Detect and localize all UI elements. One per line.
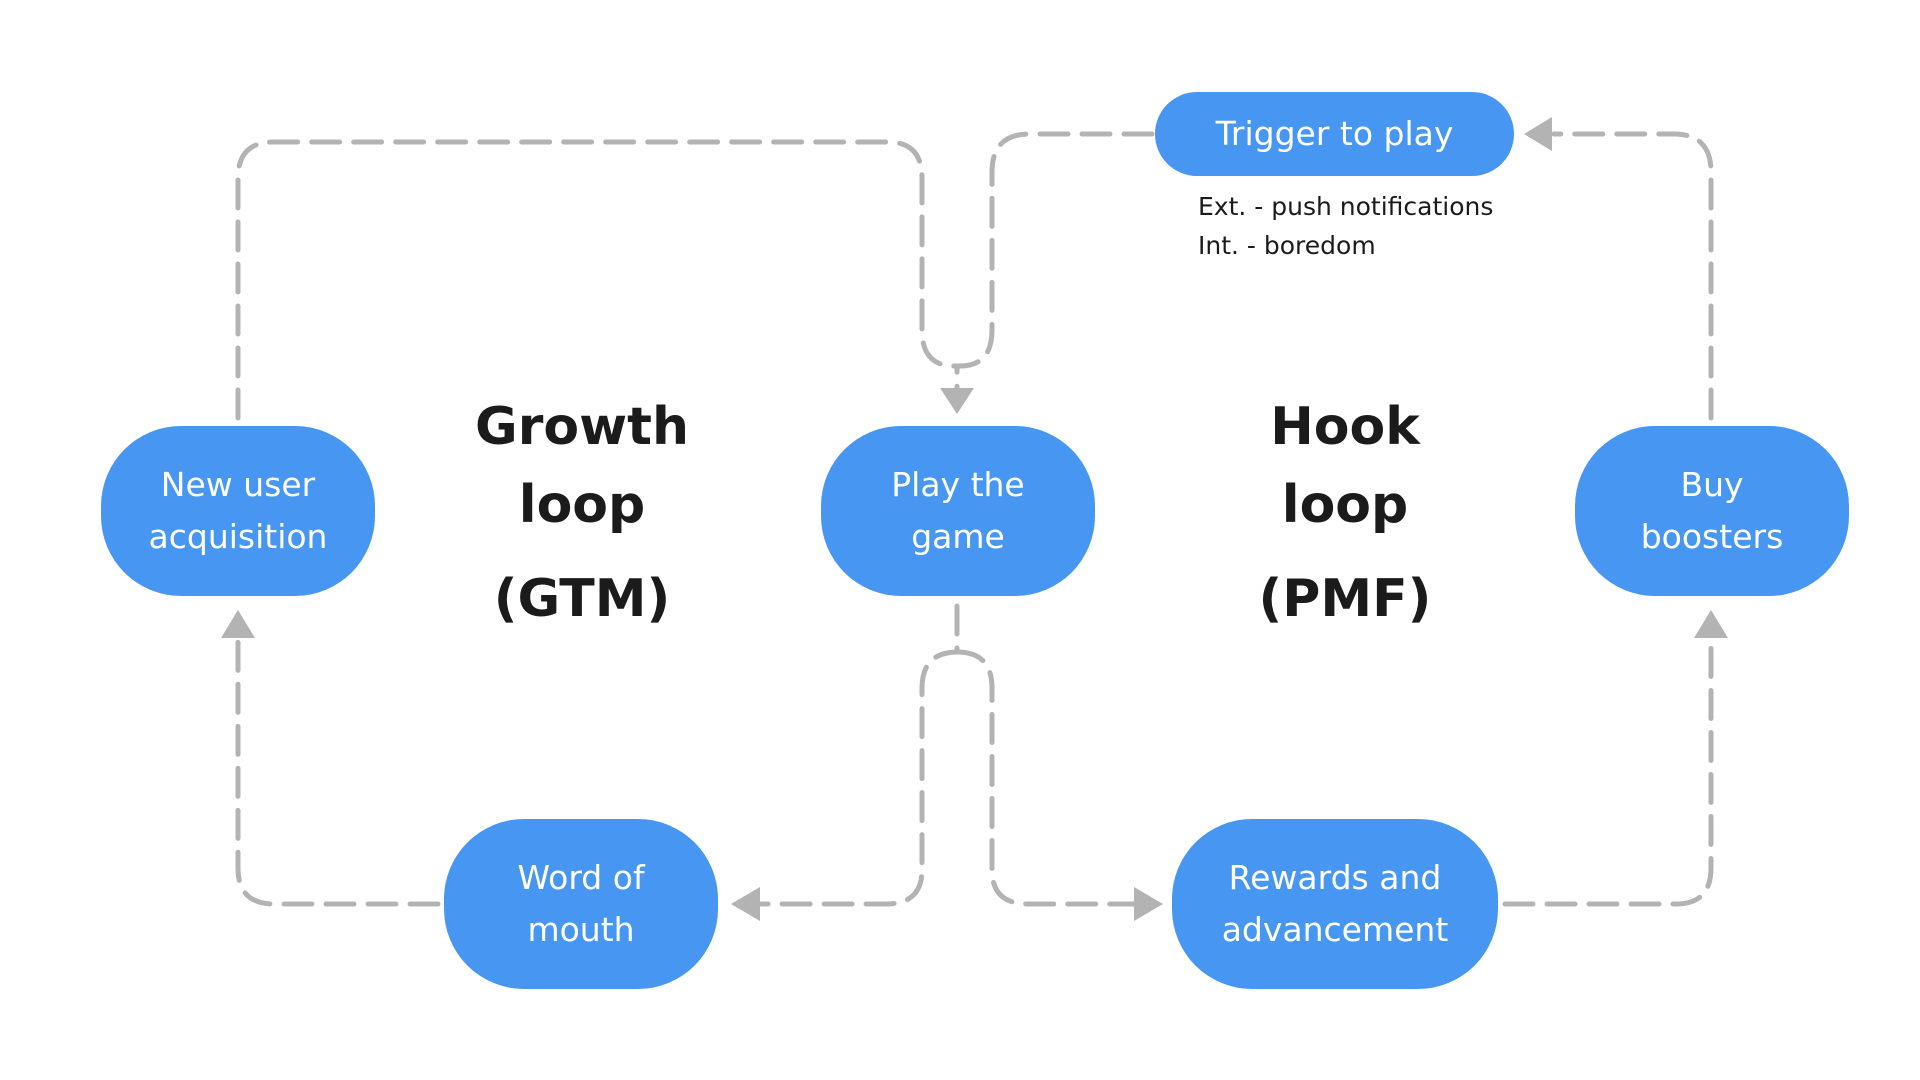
node-new-user-acquisition: New user acquisition	[101, 426, 375, 596]
connector-play-to-word-of-mouth	[755, 603, 960, 907]
growth-loop-title: Growth loop	[475, 397, 689, 535]
growth-loop-subtitle: (GTM)	[493, 569, 671, 629]
node-word-of-mouth: Word of mouth	[444, 819, 718, 989]
arrowhead-into-acquisition	[221, 610, 255, 638]
arrowhead-into-word-of-mouth	[731, 887, 760, 921]
node-play-the-game: Play the game	[821, 426, 1095, 596]
connector-rewards-to-boosters	[1502, 637, 1714, 907]
node-rewards-and-advancement: Rewards and advancement	[1172, 819, 1498, 989]
connector-acquisition-to-play	[235, 139, 960, 421]
node-trigger-to-play: Trigger to play	[1155, 92, 1514, 176]
connector-boosters-to-trigger	[1551, 131, 1714, 421]
trigger-note-external: Ext. - push notifications	[1198, 192, 1494, 221]
arrowhead-into-trigger	[1524, 117, 1552, 151]
hook-loop-subtitle: (PMF)	[1258, 569, 1432, 629]
arrowhead-into-boosters	[1694, 610, 1728, 638]
connector-play-to-rewards	[954, 649, 1139, 907]
connector-trigger-to-play	[954, 131, 1155, 397]
trigger-note-internal: Int. - boredom	[1198, 231, 1376, 260]
connector-word-of-mouth-to-acquisition	[235, 637, 441, 907]
hook-loop-title: Hook loop	[1270, 397, 1420, 535]
arrowhead-into-rewards	[1134, 887, 1163, 921]
node-buy-boosters: Buy boosters	[1575, 426, 1849, 596]
arrowhead-into-play	[940, 388, 974, 414]
